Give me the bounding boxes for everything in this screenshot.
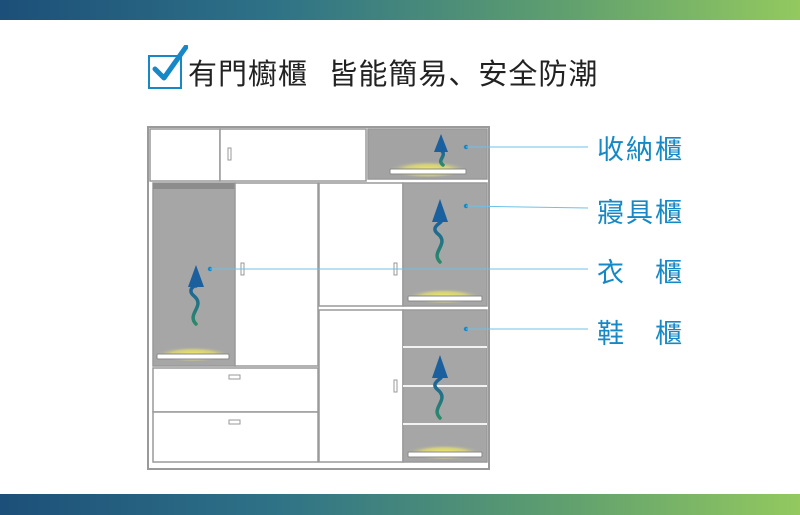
airflow-arrow-icon: [432, 199, 448, 264]
drawer-handle: [228, 419, 241, 425]
label-storage-cabinet: 收納櫃: [597, 135, 684, 166]
bedding-cabinet-door: [318, 182, 404, 307]
airflow-arrow-icon: [188, 265, 204, 326]
airflow-arrow-icon: [432, 355, 448, 420]
light-bar-icon: [407, 295, 483, 302]
shoe-cabinet-door: [318, 309, 404, 463]
bottom-gradient-band: [0, 494, 800, 515]
heading: 有門櫥櫃 皆能簡易、安全防潮: [148, 45, 599, 94]
light-bar-icon: [407, 451, 483, 458]
top-left-door: [149, 128, 221, 182]
door-handle: [227, 147, 232, 161]
top-gradient-band: [0, 0, 800, 20]
page-title: 有門櫥櫃 皆能簡易、安全防潮: [188, 57, 599, 91]
door-handle: [393, 379, 398, 393]
top-middle-door: [219, 128, 367, 182]
drawer-handle: [228, 374, 241, 380]
bedding-cabinet-interior: [402, 182, 488, 307]
hanging-rail: [153, 183, 235, 189]
airflow-arrow-icon: [434, 134, 448, 167]
label-shoe-cabinet: 鞋 櫃: [597, 319, 684, 350]
callout-lines: [207, 144, 589, 332]
light-bar-icon: [389, 168, 467, 175]
light-bar-icon: [156, 353, 230, 360]
label-clothes-cabinet: 衣 櫃: [597, 258, 684, 289]
label-bedding-cabinet: 寢具櫃: [597, 198, 684, 229]
clothes-cabinet-door: [234, 182, 319, 367]
check-icon: [148, 45, 188, 89]
